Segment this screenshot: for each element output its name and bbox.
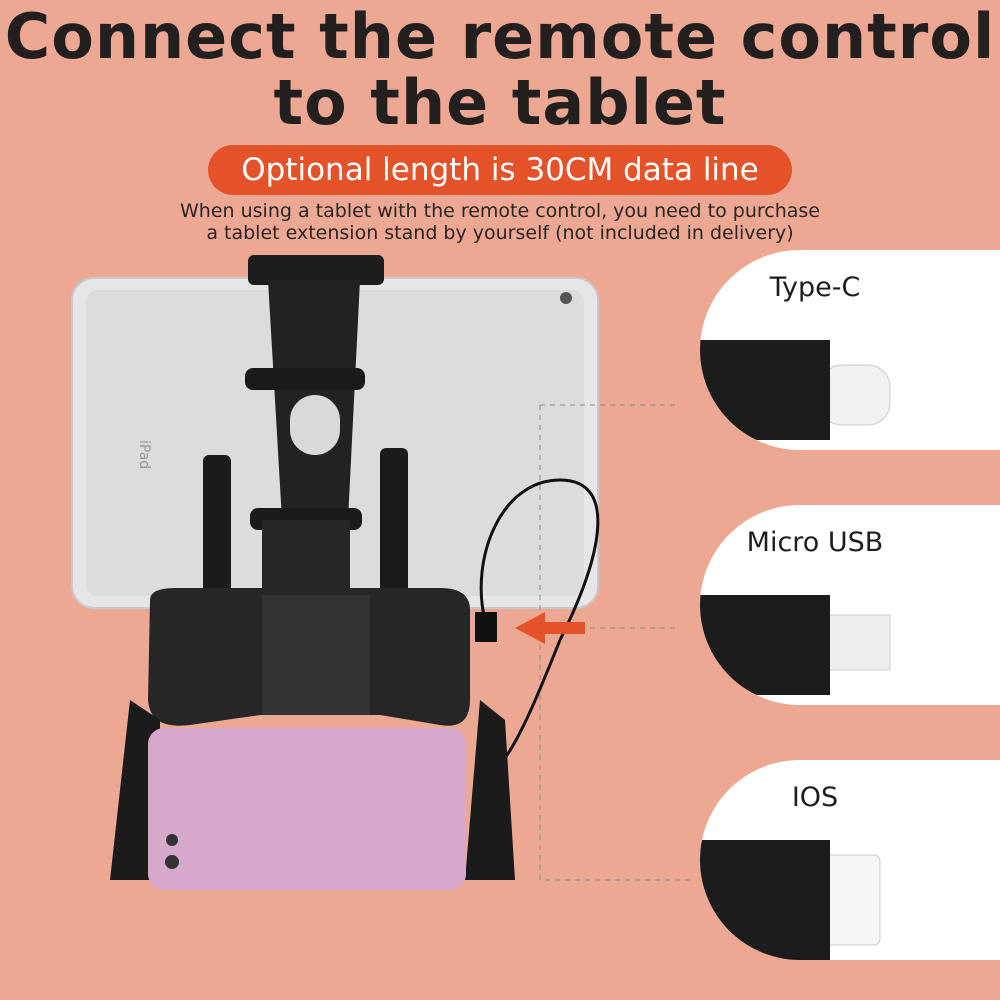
headline-line-1: Connect the remote control: [4, 0, 996, 73]
headline-line-2: to the tablet: [273, 66, 727, 139]
note-line-1: When using a tablet with the remote cont…: [180, 200, 820, 222]
connector-ios: IOS: [700, 760, 1000, 960]
phone: [148, 728, 466, 890]
type-c-plug-icon: [700, 340, 891, 450]
lightning-plug-icon: [700, 840, 881, 960]
note-line-2: a tablet extension stand by yourself (no…: [206, 222, 794, 244]
tablet-label: iPad: [136, 440, 152, 469]
tablet-camera: [560, 292, 572, 304]
connector-micro-usb: Micro USB: [700, 505, 1000, 705]
micro-usb-plug-icon: [700, 595, 891, 705]
cable-length-badge: Optional length is 30CM data line: [208, 145, 792, 195]
connector-label: IOS: [791, 782, 839, 813]
headline: Connect the remote control to the tablet: [0, 4, 1000, 136]
connector-type-c: Type-C: [700, 250, 1000, 450]
connector-label: Type-C: [769, 272, 861, 303]
connector-label: Micro USB: [746, 527, 884, 558]
arrow-icon: [515, 612, 585, 644]
purchase-note: When using a tablet with the remote cont…: [0, 200, 1000, 244]
data-cable: [479, 478, 600, 766]
